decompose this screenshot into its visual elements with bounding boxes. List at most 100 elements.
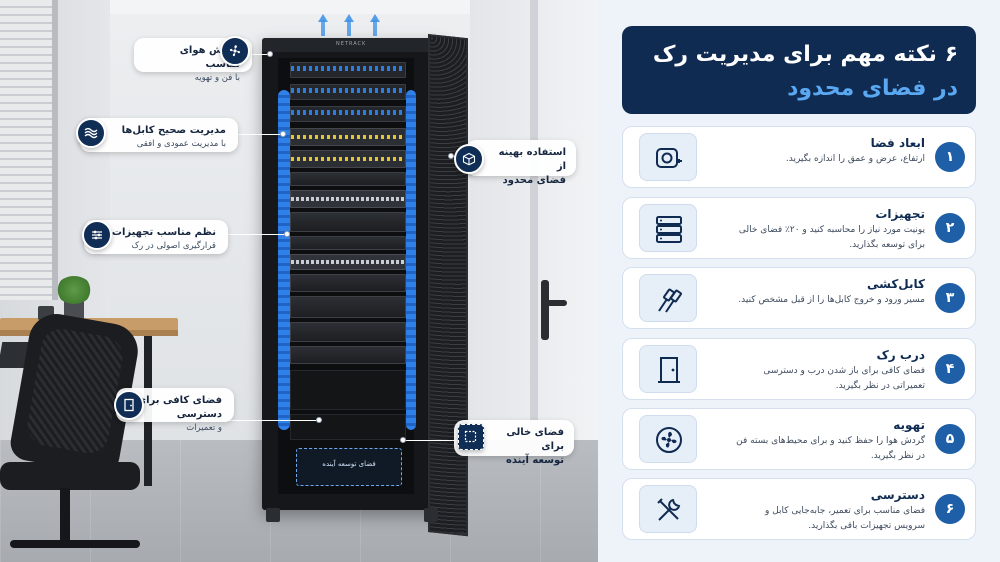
callout-cabling-title: مدیریت صحیح کابل‌ها <box>121 125 226 136</box>
blank-panel <box>290 370 406 410</box>
tape-measure-icon <box>639 133 697 181</box>
window-frame <box>52 0 58 300</box>
tip-title: تهویه <box>893 418 925 432</box>
airflow-arrow-icon <box>344 14 354 36</box>
tip-title: کابل‌کشی <box>866 277 925 291</box>
server-stack-icon <box>639 204 697 252</box>
network-switch <box>290 128 406 146</box>
callout-dot <box>280 131 286 137</box>
office-chair-seat <box>0 462 140 490</box>
callout-space-sub: فضای محدود <box>502 175 566 186</box>
tip-description: ارتفاع، عرض و عمق را اندازه بگیرید. <box>785 154 925 164</box>
settings-sliders-icon <box>82 220 112 250</box>
window-blinds <box>0 0 52 300</box>
callout-space-title: استفاده بهینه از <box>498 147 566 172</box>
tip-card: ۴ درب رک فضای کافی برای باز شدن درب و دس… <box>622 338 976 400</box>
patch-panel <box>290 62 406 78</box>
tip-card: ۲ تجهیزات یونیت مورد نیاز را محاسبه کنید… <box>622 197 976 259</box>
callout-expansion-sub: توسعه آینده <box>506 455 564 466</box>
future-expansion-label: فضای توسعه آینده <box>322 460 376 468</box>
callout-expansion-title: فضای خالی برای <box>506 427 564 452</box>
tip-description: گردش هوا را حفظ کنید و برای محیط‌های بست… <box>736 436 925 461</box>
cable-organizer <box>290 172 406 186</box>
server-unit <box>290 212 406 232</box>
callout-dot <box>267 51 273 57</box>
tip-number-badge: ۳ <box>935 283 965 313</box>
callout-space-usage: استفاده بهینه از فضای محدود <box>466 140 576 186</box>
callout-cabling: مدیریت صحیح کابل‌ها با مدیریت عمودی و اف… <box>80 118 238 152</box>
callout-airflow-sub: با فن و تهویه <box>194 73 240 83</box>
door-icon <box>639 345 697 393</box>
future-expansion-zone <box>296 448 402 486</box>
network-switch <box>290 254 406 270</box>
rack-foot <box>424 508 438 522</box>
rack-top <box>262 38 442 52</box>
callout-order-title: نظم مناسب تجهیزات <box>111 227 216 238</box>
tip-description: مسیر ورود و خروج کابل‌ها را از قبل مشخص … <box>738 295 925 305</box>
tip-card: ۶ دسترسی فضای مناسب برای تعمیر، جابه‌جای… <box>622 478 976 540</box>
patch-panel <box>290 84 406 100</box>
tip-title: ابعاد فضا <box>870 136 925 150</box>
door-handle-bar <box>541 300 567 306</box>
server-unit <box>290 296 406 318</box>
server-unit <box>290 236 406 250</box>
dashed-square-icon <box>458 424 484 450</box>
cube-icon <box>454 144 484 174</box>
callout-dot <box>316 417 322 423</box>
callout-airflow-title: گردش هوای مناسب <box>179 45 240 70</box>
door-frame <box>530 0 538 562</box>
airflow-arrow-icon <box>318 14 328 36</box>
callout-access-title: فضای کافی برای دسترسی <box>136 395 222 420</box>
tip-card: ۵ تهویه گردش هوا را حفظ کنید و برای محیط… <box>622 408 976 470</box>
server-room-photo: NETRACK فضای توسعه آینده گردش هوای مناسب… <box>0 0 598 562</box>
rack-perforated-door <box>428 34 468 537</box>
patch-panel <box>290 106 406 122</box>
server-unit <box>290 274 406 292</box>
page-subtitle: در فضای محدود <box>787 76 958 101</box>
title-card: ۶ نکته مهم برای مدیریت رک در فضای محدود <box>622 26 976 114</box>
callout-dot <box>448 153 454 159</box>
callout-dot <box>284 231 290 237</box>
tip-title: دسترسی <box>870 488 925 502</box>
tip-number-badge: ۵ <box>935 424 965 454</box>
rack-foot <box>266 508 280 522</box>
door-handle <box>541 280 549 340</box>
cable-waves-icon <box>76 118 106 148</box>
fan-icon <box>639 415 697 463</box>
callout-order-sub: قرارگیری اصولی در رک <box>131 241 216 251</box>
tip-title: درب رک <box>876 348 926 362</box>
tools-icon <box>639 485 697 533</box>
airflow-arrow-icon <box>370 14 380 36</box>
tip-card: ۱ ابعاد فضا ارتفاع، عرض و عمق را اندازه … <box>622 126 976 188</box>
vertical-cable-manager-left <box>278 90 290 430</box>
network-switch <box>290 150 406 168</box>
tip-description: یونیت مورد نیاز را محاسبه کنید و ۲۰٪ فضا… <box>738 225 925 250</box>
callout-leader <box>226 234 286 235</box>
network-switch <box>290 190 406 208</box>
plant <box>56 276 92 304</box>
office-chair-post <box>60 488 70 548</box>
callout-leader <box>404 440 460 441</box>
office-chair-base <box>10 540 140 548</box>
tip-title: تجهیزات <box>875 207 925 221</box>
power-unit <box>290 346 406 364</box>
fan-icon <box>220 36 250 66</box>
tip-card: ۳ کابل‌کشی مسیر ورود و خروج کابل‌ها را ا… <box>622 267 976 329</box>
network-cable-icon <box>639 274 697 322</box>
server-unit <box>290 322 406 342</box>
callout-leader <box>226 420 318 421</box>
callout-access-sub: و تعمیرات <box>186 423 222 433</box>
door-open-icon <box>114 390 144 420</box>
callout-leader <box>236 134 282 135</box>
tip-number-badge: ۴ <box>935 354 965 384</box>
rack-brand: NETRACK <box>336 41 367 47</box>
callout-cabling-sub: با مدیریت عمودی و افقی <box>136 139 226 149</box>
vertical-cable-manager-right <box>406 90 416 430</box>
page-title: ۶ نکته مهم برای مدیریت رک <box>652 42 958 67</box>
callout-dot <box>400 437 406 443</box>
ceiling <box>0 0 598 14</box>
tip-number-badge: ۱ <box>935 142 965 172</box>
blank-panel <box>290 414 406 440</box>
tip-number-badge: ۲ <box>935 213 965 243</box>
tip-description: فضای کافی برای باز شدن درب و دسترسی تعمی… <box>763 366 925 391</box>
